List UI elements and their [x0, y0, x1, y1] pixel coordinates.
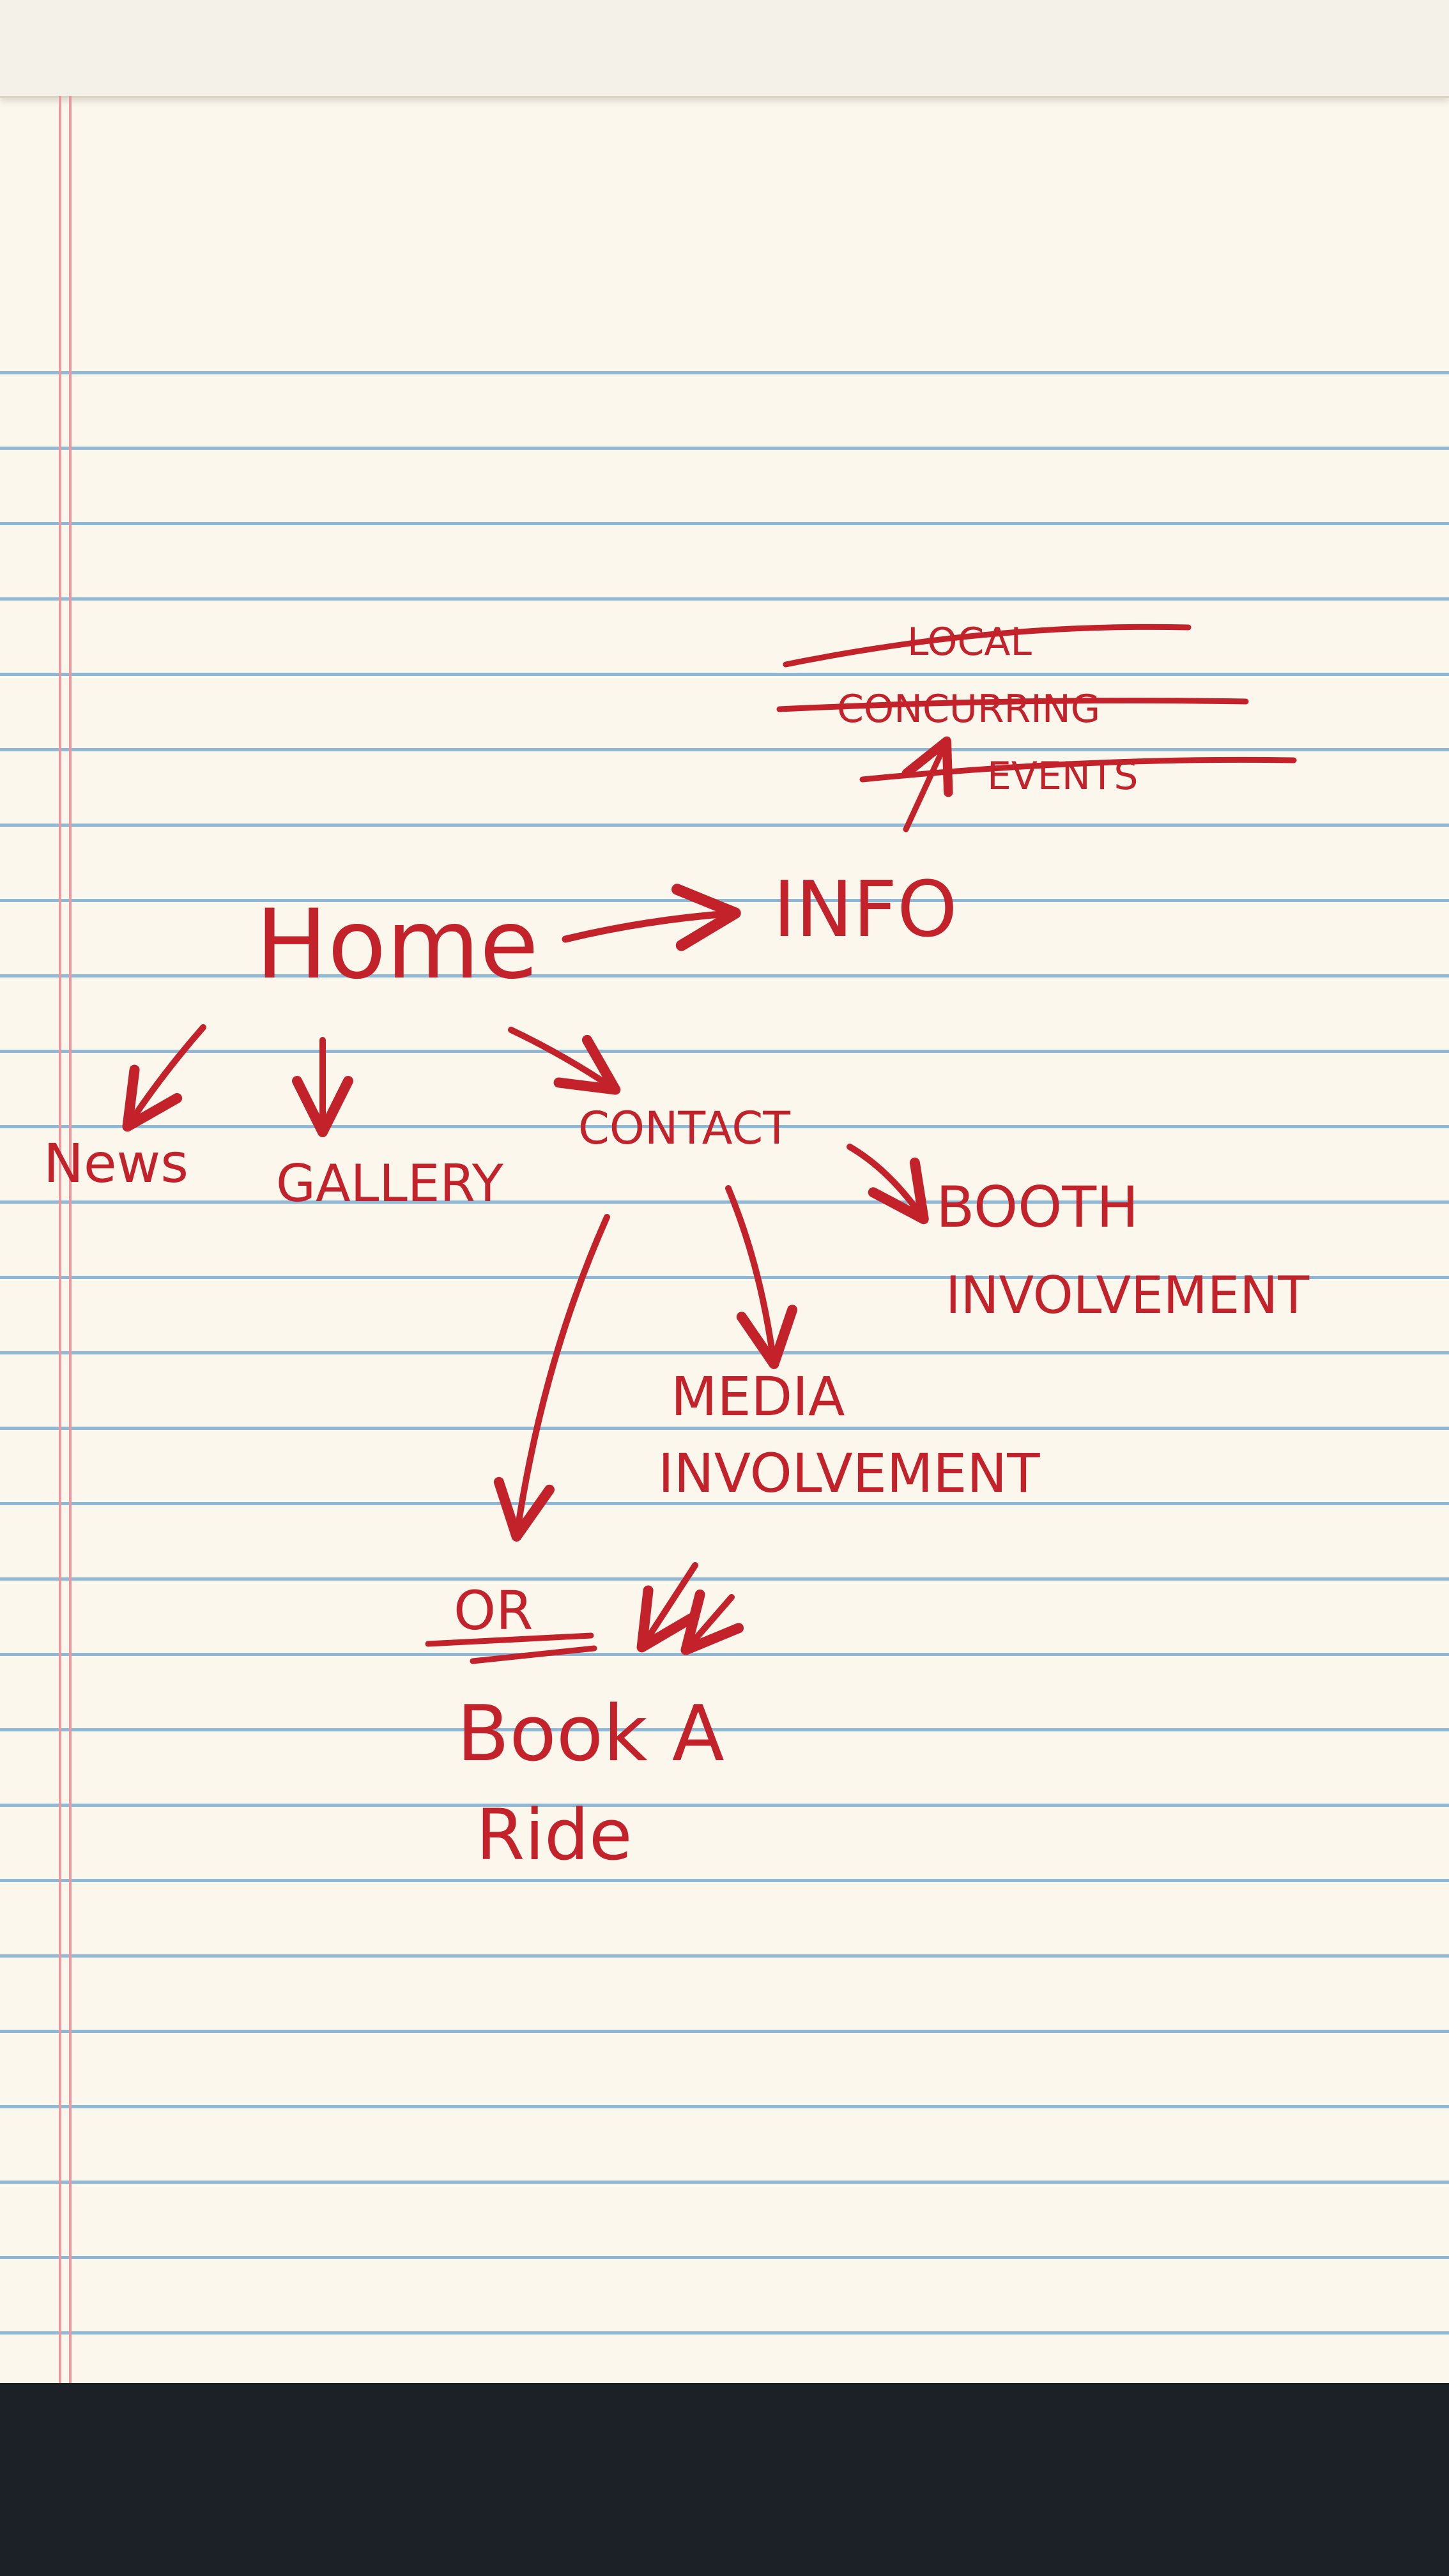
- node-booth-line-2: INVOLVEMENT: [946, 1266, 1310, 1325]
- arrow-contact-to-book-ride: [493, 1214, 610, 1542]
- insert-caret-icon: [901, 736, 953, 832]
- or-underline: [425, 1632, 594, 1647]
- legal-pad-paper: [0, 0, 1449, 2383]
- arrow-media-to-book-ride: [680, 1589, 744, 1655]
- node-news: News: [43, 1132, 188, 1195]
- node-book-a-ride-line-2: Ride: [476, 1794, 632, 1876]
- folded-top-sheet: [0, 0, 1449, 98]
- node-media-line-2: INVOLVEMENT: [658, 1442, 1040, 1505]
- node-home: Home: [256, 889, 539, 1000]
- arrow-contact-to-media: [725, 1185, 798, 1369]
- strike-line: [783, 624, 1192, 668]
- arrow-home-to-news: [122, 1024, 206, 1132]
- node-book-a-ride-line-1: Book A: [457, 1690, 724, 1779]
- node-booth-line-1: BOOTH: [936, 1174, 1138, 1240]
- arrow-home-to-info: [562, 884, 741, 951]
- or-label: OR: [454, 1579, 533, 1642]
- arrow-contact-to-booth: [847, 1144, 929, 1225]
- margin-line: [59, 96, 61, 2383]
- or-underline: [470, 1645, 597, 1664]
- node-contact: CONTACT: [578, 1102, 790, 1154]
- crossed-word-concurring: CONCURRING: [837, 687, 1100, 732]
- margin-line: [69, 96, 72, 2383]
- arrow-home-to-contact: [508, 1027, 621, 1095]
- node-media-line-1: MEDIA: [671, 1365, 845, 1428]
- node-info: INFO: [773, 866, 958, 954]
- arrow-media-to-book-ride: [636, 1562, 698, 1653]
- crossed-out-note: LOCAL CONCURRING EVENTS: [776, 620, 1297, 832]
- strike-line: [776, 698, 1249, 712]
- node-gallery: GALLERY: [276, 1154, 504, 1213]
